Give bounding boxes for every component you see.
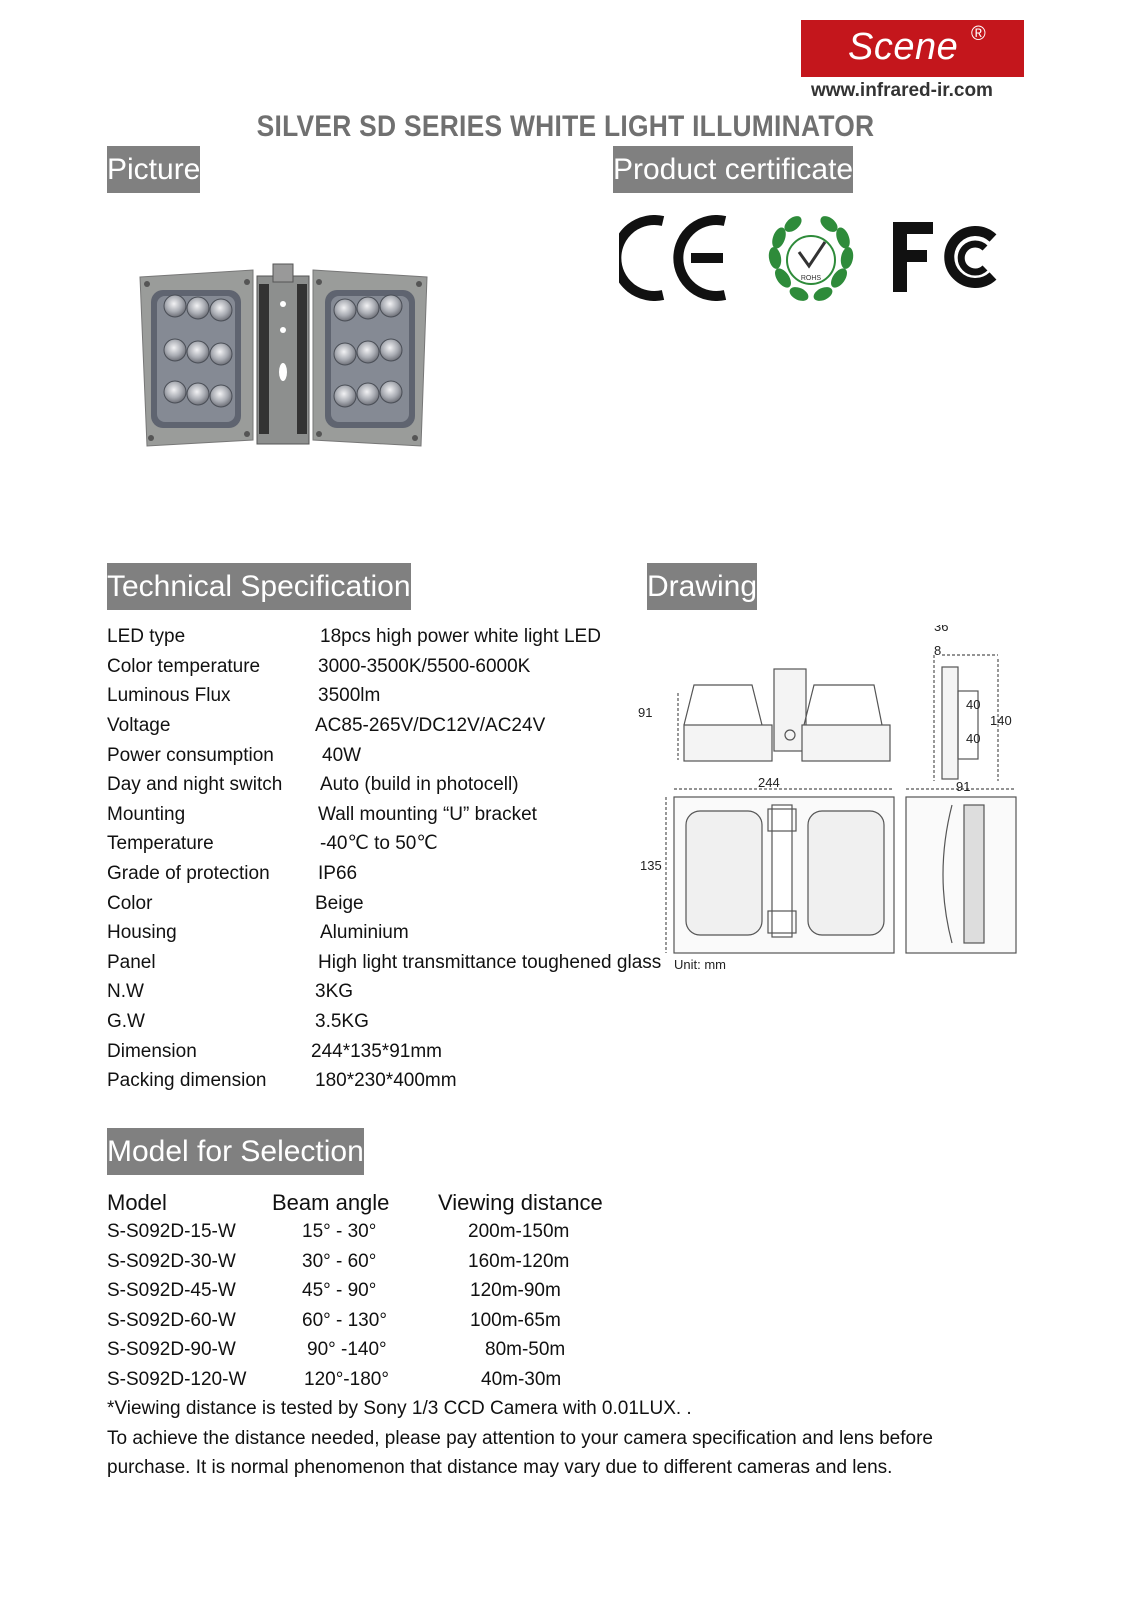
- spec-label: Housing: [107, 922, 177, 943]
- viewing-distance-header: Viewing distance: [438, 1190, 603, 1215]
- registered-mark: ®: [971, 23, 986, 45]
- rohs-label: ROHS: [801, 275, 822, 282]
- spec-value: High light transmittance toughened glass: [318, 952, 662, 973]
- model-name: S-S092D-60-W: [107, 1310, 236, 1331]
- spec-value: 3.5KG: [315, 1011, 369, 1032]
- dim-140: 140: [990, 713, 1012, 728]
- spec-label: Day and night switch: [107, 774, 283, 795]
- viewing-distance: 200m-150m: [468, 1221, 570, 1242]
- product-illuminator-image: [139, 263, 428, 447]
- spec-label: Packing dimension: [107, 1070, 267, 1091]
- beam-angle: 30° - 60°: [302, 1251, 377, 1272]
- spec-value: 3500lm: [318, 685, 381, 706]
- spec-label: LED type: [107, 626, 186, 647]
- model-name: S-S092D-45-W: [107, 1280, 236, 1301]
- spec-value: IP66: [318, 863, 358, 884]
- spec-value: 244*135*91mm: [311, 1041, 442, 1062]
- section-tech-spec: Technical Specification: [107, 563, 411, 610]
- spec-value: -40℃ to 50℃: [320, 833, 438, 854]
- model-name: S-S092D-120-W: [107, 1369, 247, 1390]
- beam-angle: 15° - 30°: [302, 1221, 377, 1242]
- spec-value: 40W: [322, 745, 362, 766]
- viewing-distance: 40m-30m: [481, 1369, 562, 1390]
- brand-name: Scene: [848, 26, 959, 68]
- section-picture: Picture: [107, 146, 201, 193]
- dim-8: 8: [934, 643, 941, 658]
- spec-value: Aluminium: [320, 922, 409, 943]
- spec-label: Color: [107, 893, 153, 914]
- beam-angle-header: Beam angle: [272, 1190, 390, 1215]
- spec-label: G.W: [107, 1011, 145, 1032]
- spec-value: 3KG: [315, 981, 354, 1002]
- spec-value: Wall mounting “U” bracket: [318, 804, 537, 825]
- website-url: www.infrared-ir.com: [811, 80, 993, 101]
- spec-value: 180*230*400mm: [315, 1070, 457, 1091]
- section-model: Model for Selection: [107, 1128, 364, 1175]
- dim-40-a: 40: [966, 697, 980, 712]
- spec-value: Auto (build in photocell): [320, 774, 519, 795]
- page-title: SILVER SD SERIES WHITE LIGHT ILLUMINATOR: [256, 110, 875, 143]
- spec-label: Mounting: [107, 804, 186, 825]
- spec-label: N.W: [107, 981, 144, 1002]
- beam-angle: 90° -140°: [307, 1339, 387, 1360]
- dim-40-b: 40: [966, 731, 980, 746]
- viewing-distance: 80m-50m: [485, 1339, 566, 1360]
- note-line: To achieve the distance needed, please p…: [107, 1428, 933, 1449]
- spec-value: 3000-3500K/5500-6000K: [318, 656, 531, 677]
- dim-91-side: 91: [956, 779, 970, 794]
- spec-label: Color temperature: [107, 656, 261, 677]
- spec-label: Luminous Flux: [107, 685, 231, 706]
- viewing-distance: 160m-120m: [468, 1251, 570, 1272]
- spec-label: Dimension: [107, 1041, 197, 1062]
- note-line: purchase. It is normal phenomenon that d…: [107, 1457, 893, 1478]
- dim-135: 135: [640, 858, 662, 873]
- beam-angle: 45° - 90°: [302, 1280, 377, 1301]
- model-name: S-S092D-15-W: [107, 1221, 236, 1242]
- note-footnote: *Viewing distance is tested by Sony 1/3 …: [107, 1398, 692, 1419]
- unit-label: Unit: mm: [674, 957, 726, 972]
- dim-36: 36: [934, 625, 948, 634]
- dimension-drawing: 36 8 91 40 40 140 244 91 135 Unit: mm: [638, 625, 1017, 972]
- section-drawing: Drawing: [647, 563, 758, 610]
- spec-label: Temperature: [107, 833, 214, 854]
- spec-label: Power consumption: [107, 745, 274, 766]
- ce-mark-icon: [619, 215, 727, 301]
- model-name: S-S092D-90-W: [107, 1339, 236, 1360]
- section-certificate: Product certificate: [613, 146, 854, 193]
- dim-244: 244: [758, 775, 780, 790]
- spec-label: Grade of protection: [107, 863, 270, 884]
- spec-value: Beige: [315, 893, 364, 914]
- model-header: Model: [107, 1190, 167, 1215]
- fcc-mark-icon: [893, 222, 997, 292]
- beam-angle: 60° - 130°: [302, 1310, 387, 1331]
- brand-logo: Scene ®: [801, 20, 1024, 77]
- spec-label: Voltage: [107, 715, 171, 736]
- beam-angle: 120°-180°: [304, 1369, 389, 1390]
- viewing-distance: 120m-90m: [470, 1280, 561, 1301]
- rohs-mark-icon: ROHS: [768, 216, 854, 301]
- spec-value: AC85-265V/DC12V/AC24V: [315, 715, 546, 736]
- spec-label: Panel: [107, 952, 156, 973]
- viewing-distance: 100m-65m: [470, 1310, 561, 1331]
- model-name: S-S092D-30-W: [107, 1251, 236, 1272]
- spec-value: 18pcs high power white light LED: [320, 626, 601, 647]
- dim-91-top: 91: [638, 705, 652, 720]
